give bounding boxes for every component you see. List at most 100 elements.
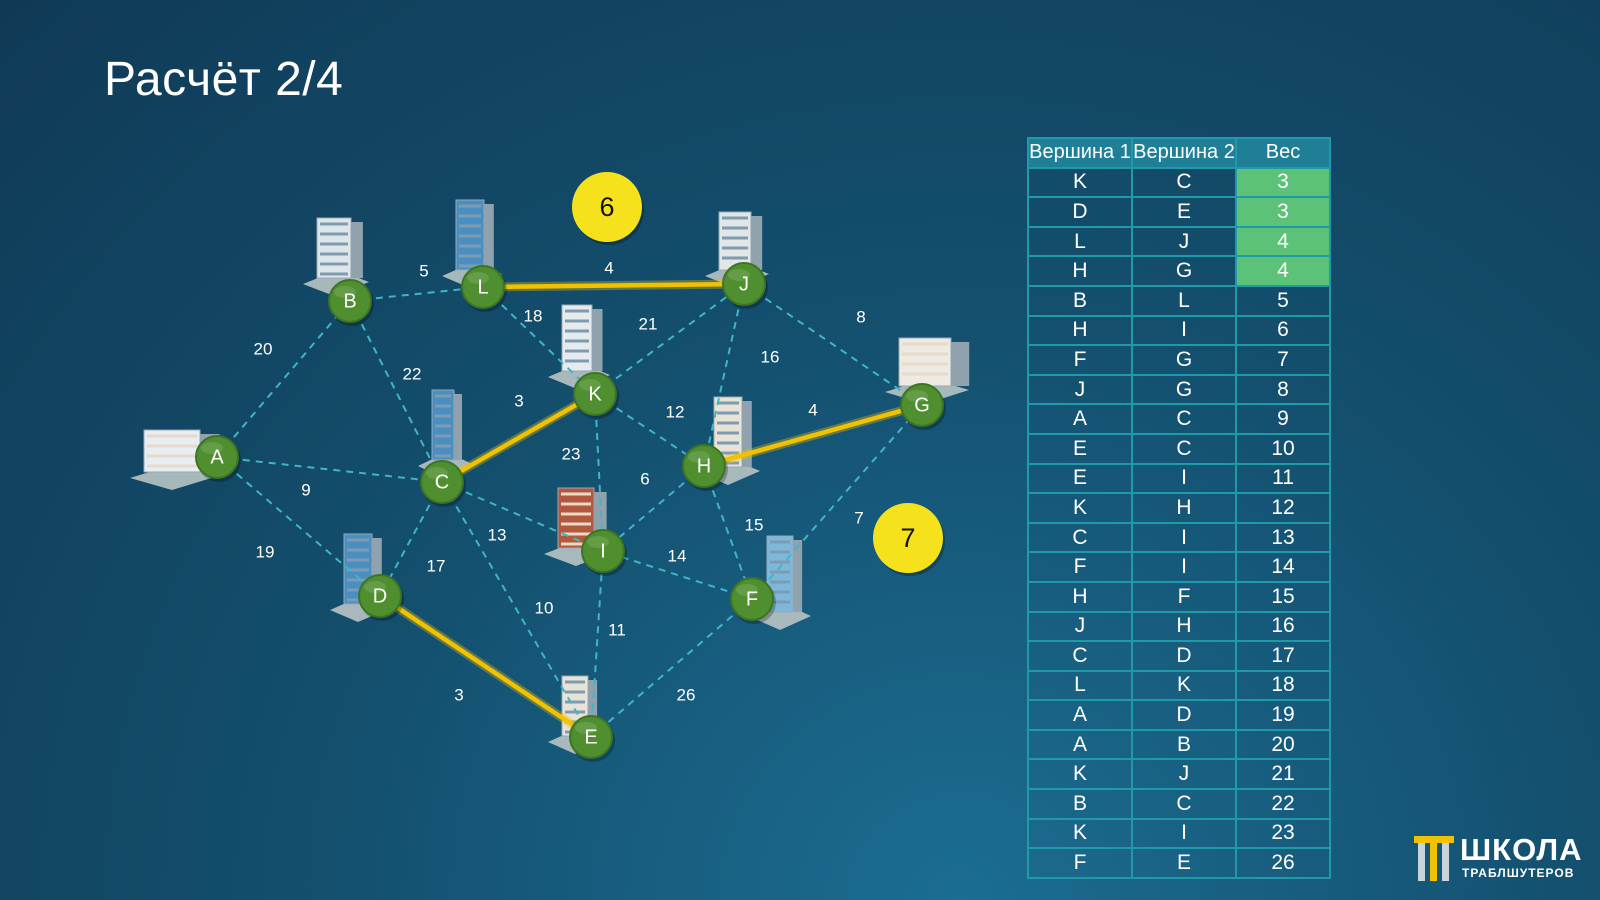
cell-vertex2: D <box>1131 640 1237 672</box>
node-label: B <box>343 290 356 312</box>
step-badge-label: 7 <box>900 523 915 553</box>
node-label: F <box>746 588 758 610</box>
node-label: L <box>477 276 488 298</box>
cell-weight: 5 <box>1235 284 1331 317</box>
cell-weight: 12 <box>1235 492 1331 524</box>
edge-F-E <box>590 598 753 738</box>
edge-A-C <box>216 456 443 483</box>
edge-weight-C-D: 17 <box>427 556 446 575</box>
cell-weight: 3 <box>1235 196 1331 228</box>
edge-weight-K-C: 3 <box>514 391 523 410</box>
edge-weight-A-D: 19 <box>256 542 275 561</box>
cell-vertex2: B <box>1131 728 1237 761</box>
cell-weight: 4 <box>1235 225 1331 258</box>
edge-E-C <box>441 481 592 738</box>
node-J: J <box>722 262 768 309</box>
cell-vertex1: H <box>1027 314 1133 347</box>
node-K: K <box>573 372 619 419</box>
cell-vertex2: E <box>1131 196 1237 228</box>
node-I: I <box>581 529 627 576</box>
step-badge-label: 6 <box>599 192 614 222</box>
node-label: G <box>914 394 930 416</box>
node-label: A <box>210 446 224 468</box>
edge-weight-K-H: 12 <box>666 402 685 421</box>
edge-weight-K-I: 23 <box>562 444 581 463</box>
edge-weight-H-F: 15 <box>745 515 764 534</box>
edge-D-E <box>377 593 594 740</box>
edge-H-F <box>703 465 753 600</box>
edge-E-I <box>590 550 604 738</box>
column-header-weight: Вес <box>1235 137 1331 169</box>
edge-H-G <box>701 402 925 469</box>
edge-J-G <box>743 283 923 406</box>
edge-weight-H-I: 6 <box>640 469 649 488</box>
building-icon <box>548 304 610 389</box>
cell-vertex1: A <box>1027 728 1133 761</box>
edge-weight-A-C: 9 <box>301 480 310 499</box>
edge-weight-K-J: 21 <box>639 314 658 333</box>
cell-vertex1: F <box>1027 344 1133 376</box>
cell-vertex2: I <box>1131 521 1237 554</box>
cell-weight: 22 <box>1235 788 1331 820</box>
edge-K-C <box>439 391 598 485</box>
edge-H-I <box>602 465 705 552</box>
table-header-row: Вершина 1 Вершина 2 Вес <box>1027 137 1331 169</box>
cell-vertex1: A <box>1027 403 1133 435</box>
edge-weight-B-L: 5 <box>419 261 428 280</box>
logo-mark-icon <box>1414 836 1454 881</box>
edge-weight-A-B: 20 <box>254 339 273 358</box>
cell-vertex2: K <box>1131 669 1237 702</box>
cell-weight: 19 <box>1235 699 1331 731</box>
node-G: G <box>900 383 946 430</box>
step-badge: 7 <box>873 503 945 576</box>
building-icon <box>303 217 369 296</box>
edge-K-I <box>594 393 604 552</box>
edge-weight-H-G: 4 <box>808 400 817 419</box>
edge-weight-J-H: 16 <box>761 347 780 366</box>
logo-text-line2: ТРАБЛШУТЕРОВ <box>1462 866 1575 880</box>
cell-vertex1: B <box>1027 788 1133 820</box>
node-label: J <box>739 273 749 295</box>
edge-weight-E-I: 11 <box>608 620 626 639</box>
edge-B-C <box>349 300 443 483</box>
cell-weight: 21 <box>1235 758 1331 791</box>
edge-F-I <box>602 550 753 600</box>
edge-J-H <box>703 283 745 467</box>
graph-diagram: 334456789101112131415161718192021222326 … <box>130 172 970 762</box>
cell-weight: 15 <box>1235 580 1331 613</box>
cell-weight: 7 <box>1235 344 1331 376</box>
edge-B-L <box>349 286 484 302</box>
cell-weight: 16 <box>1235 610 1331 643</box>
cell-weight: 26 <box>1235 847 1331 879</box>
cell-weight: 18 <box>1235 669 1331 702</box>
cell-vertex1: H <box>1027 255 1133 287</box>
cell-vertex1: D <box>1027 196 1133 228</box>
edge-weight-F-E: 26 <box>677 685 696 704</box>
edge-weight-D-E: 3 <box>454 685 463 704</box>
node-label: K <box>588 383 602 405</box>
edge-C-I <box>441 481 604 552</box>
edge-L-J <box>480 281 747 290</box>
node-E: E <box>569 715 615 762</box>
cell-weight: 6 <box>1235 314 1331 347</box>
cell-vertex2: H <box>1131 492 1237 524</box>
node-C: C <box>420 460 466 507</box>
step-badge: 6 <box>572 172 644 245</box>
cell-vertex1: B <box>1027 284 1133 317</box>
